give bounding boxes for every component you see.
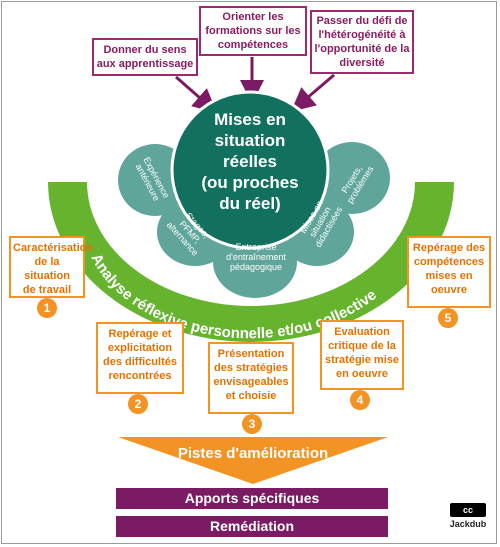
pistes-label: Pistes d'amélioration [178,445,328,462]
step-box-2: Repérage et explicitation des difficulté… [96,322,184,394]
cc-license-icon: cc [450,503,486,517]
arrow-meaning [175,75,218,113]
step-number-2: 2 [128,394,148,414]
pistes-triangle [118,437,388,484]
step-box-3: Présentation des stratégies envisageable… [208,342,294,414]
arrow-diversity [290,73,335,112]
step-box-1: Caractérisation de la situation de trava… [9,236,93,298]
analysis-arc [48,182,454,342]
goal-box-diversity: Passer du défi de l'hétérogénéité à l'op… [310,10,414,74]
step-box-4: Evaluation critique de la stratégie mise… [320,320,404,390]
step-box-5: Repérage des compétences mises en oeuvre [407,236,491,308]
step-number-4: 4 [350,390,370,410]
satellite-projets [314,142,390,214]
bar-apports: Apports spécifiques [116,488,388,509]
author-credit: Jackdub [449,519,487,529]
step-number-3: 3 [242,414,262,434]
goal-box-meaning: Donner du sens aux apprentissage [92,38,198,76]
bar-remediation: Remédiation [116,516,388,537]
step-number-5: 5 [438,308,458,328]
center-circle [170,90,330,250]
step-number-1: 1 [37,298,57,318]
goal-box-competences: Orienter les formations sur les compéten… [199,6,307,56]
